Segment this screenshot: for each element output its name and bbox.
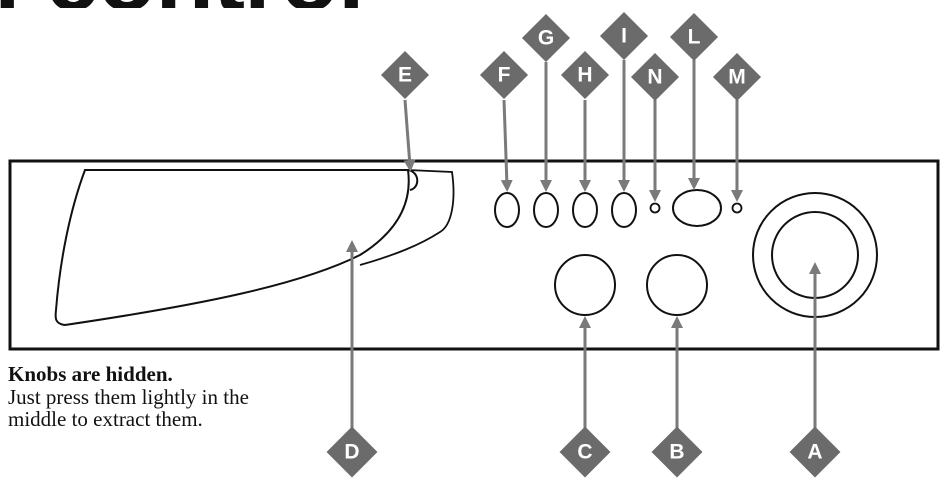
svg-text:C: C: [577, 441, 592, 464]
arrow-e: [403, 99, 416, 172]
svg-text:I: I: [621, 25, 627, 48]
svg-text:L: L: [688, 26, 701, 49]
indicator-light-m: [731, 202, 743, 214]
svg-text:N: N: [647, 66, 662, 89]
callout-m: M: [712, 52, 762, 102]
callout-l: L: [669, 12, 719, 62]
callout-i: I: [599, 11, 649, 61]
knob-instructions: Knobs are hidden. Just press them lightl…: [8, 362, 348, 430]
button-h[interactable]: [572, 192, 598, 228]
callout-h: H: [560, 50, 610, 100]
svg-text:G: G: [538, 27, 554, 50]
callout-n: N: [630, 52, 680, 102]
svg-text:D: D: [344, 441, 359, 464]
svg-text:H: H: [577, 64, 592, 87]
svg-text:F: F: [498, 64, 511, 87]
detergent-drawer: [54, 169, 410, 327]
callout-f: F: [479, 50, 529, 100]
note-line-2: middle to extract them.: [8, 407, 203, 431]
callout-b: B: [651, 426, 703, 478]
svg-text:E: E: [398, 64, 412, 87]
svg-text:A: A: [807, 441, 822, 464]
control-panel-outline: [8, 159, 940, 351]
callout-e: E: [380, 50, 430, 100]
callout-g: G: [521, 13, 571, 63]
leader-arrows: [346, 60, 821, 432]
button-f[interactable]: [494, 192, 520, 228]
button-l[interactable]: [672, 189, 722, 227]
callout-a: A: [789, 426, 841, 478]
note-line-1: Just press them lightly in the: [8, 385, 249, 409]
callout-c: C: [559, 426, 611, 478]
arrow-f: [500, 99, 513, 192]
callout-d: D: [326, 426, 378, 478]
knob-b[interactable]: [646, 254, 708, 316]
knob-c[interactable]: [554, 254, 616, 316]
svg-text:B: B: [669, 441, 684, 464]
svg-text:M: M: [728, 66, 746, 89]
note-title: Knobs are hidden.: [8, 362, 173, 386]
drawer-side-panel: [359, 169, 455, 266]
button-g[interactable]: [533, 192, 559, 228]
indicator-light-n: [649, 202, 661, 214]
page-title: l control: [0, 0, 364, 8]
button-i[interactable]: [611, 192, 637, 228]
